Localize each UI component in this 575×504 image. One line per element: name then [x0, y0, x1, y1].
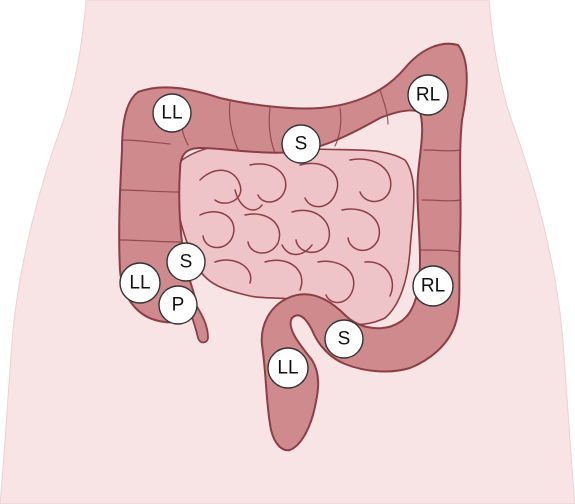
svg-text:RL: RL: [421, 276, 445, 297]
svg-text:S: S: [338, 329, 351, 350]
marker-s-lower-center: S: [325, 320, 363, 358]
marker-rl-right-middle: RL: [413, 266, 453, 306]
marker-s-transverse: S: [282, 125, 320, 163]
svg-text:LL: LL: [277, 358, 298, 379]
marker-p-left-lower: P: [159, 286, 197, 324]
svg-text:LL: LL: [129, 273, 150, 294]
marker-ll-left-middle: LL: [120, 263, 160, 303]
marker-s-left-middle: S: [167, 243, 205, 281]
svg-text:RL: RL: [416, 85, 440, 106]
marker-rl-upper-right: RL: [408, 75, 448, 115]
marker-ll-lower-center: LL: [268, 348, 308, 388]
marker-ll-upper-left: LL: [153, 94, 191, 132]
svg-text:LL: LL: [161, 103, 182, 124]
svg-text:S: S: [295, 134, 308, 155]
svg-text:S: S: [180, 252, 193, 273]
svg-text:P: P: [172, 295, 185, 316]
